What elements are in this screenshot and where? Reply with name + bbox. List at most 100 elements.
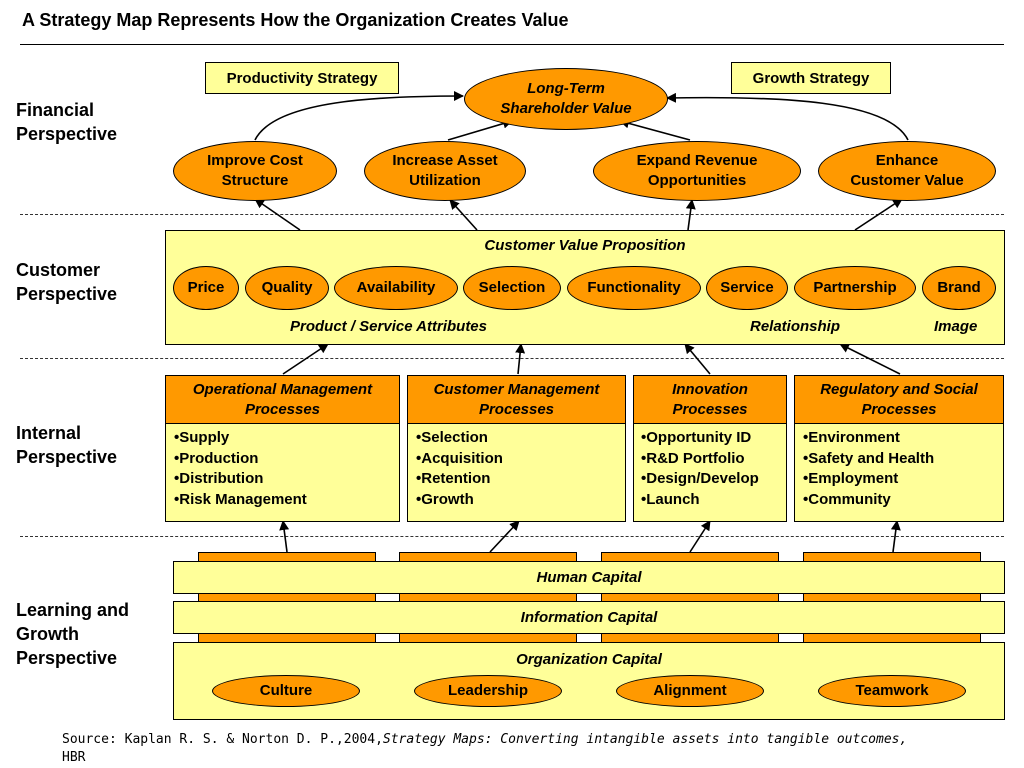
attribute-price: Price	[173, 266, 239, 310]
relationship-label: Relationship	[750, 318, 841, 335]
human-capital-label: Human Capital	[536, 569, 642, 586]
process-header: Innovation Processes	[634, 376, 786, 424]
attribute-label: Brand	[937, 279, 981, 296]
process-title-line: Operational Management	[192, 380, 373, 398]
label-line: Learning and	[16, 600, 130, 620]
objective-improve-cost-structure: Improve Cost Structure	[173, 141, 337, 201]
process-header: Customer Management Processes	[408, 376, 625, 424]
process-header: Operational Management Processes	[166, 376, 399, 424]
objective-increase-asset-utilization: Increase Asset Utilization	[364, 141, 526, 201]
attribute-quality: Quality	[245, 266, 329, 310]
process-item: •R&D Portfolio	[641, 449, 745, 467]
process-item: •Growth	[416, 490, 474, 508]
attribute-label: Service	[720, 279, 774, 296]
process-item: •Acquisition	[416, 449, 503, 467]
attribute-partnership: Partnership	[794, 266, 916, 310]
process-item: •Design/Develop	[641, 470, 759, 487]
process-title-line: Processes	[861, 400, 937, 418]
label-line: Growth	[16, 624, 79, 644]
label-line: Perspective	[16, 284, 118, 304]
org-item-label: Culture	[259, 682, 313, 699]
image-label: Image	[934, 318, 978, 335]
objective-expand-revenue-opportunities: Expand Revenue Opportunities	[593, 141, 801, 201]
connector-arrow	[839, 343, 901, 375]
source-title: Strategy Maps: Converting intangible ass…	[382, 732, 908, 747]
customer-perspective-label: Customer Perspective	[16, 258, 117, 306]
objective-line: Expand Revenue	[636, 152, 758, 169]
source-citation: Source: Kaplan R. S. & Norton D. P.,2004…	[62, 731, 1012, 767]
process-customer-management: Customer Management Processes •Selection…	[407, 375, 626, 522]
perspective-divider	[20, 536, 1004, 537]
process-item: •Risk Management	[174, 490, 307, 508]
process-regulatory-social: Regulatory and Social Processes •Environ…	[794, 375, 1004, 522]
label-line: Perspective	[16, 447, 118, 467]
process-item: •Opportunity ID	[641, 429, 752, 446]
process-title-line: Processes	[244, 400, 321, 418]
information-capital-bar: Information Capital	[173, 601, 1005, 634]
process-item: •Launch	[641, 490, 700, 508]
label-line: Financial	[16, 100, 95, 120]
attribute-selection: Selection	[463, 266, 561, 310]
process-innovation: Innovation Processes •Opportunity ID •R&…	[633, 375, 787, 522]
productivity-strategy-label: Productivity Strategy	[226, 69, 378, 87]
org-item-label: Teamwork	[855, 682, 929, 699]
org-item-alignment: Alignment	[616, 675, 764, 707]
process-title-line: Processes	[672, 400, 748, 418]
connector-arrow	[684, 343, 711, 375]
org-item-culture: Culture	[212, 675, 360, 707]
human-capital-bar: Human Capital	[173, 561, 1005, 594]
process-item: •Supply	[174, 429, 230, 446]
process-title-line: Innovation	[672, 380, 748, 398]
process-items: •Opportunity ID •R&D Portfolio •Design/D…	[634, 424, 786, 510]
information-capital-label: Information Capital	[520, 609, 658, 626]
org-item-label: Alignment	[653, 682, 727, 699]
internal-perspective-label: Internal Perspective	[16, 421, 117, 469]
connector-arrow	[254, 91, 464, 141]
process-items: •Supply •Production •Distribution •Risk …	[166, 424, 399, 510]
process-item: •Distribution	[174, 470, 264, 487]
connector-arrow	[619, 118, 691, 141]
objective-enhance-customer-value: Enhance Customer Value	[818, 141, 996, 201]
organization-capital-label: Organization Capital	[516, 651, 662, 668]
attribute-label: Quality	[261, 279, 313, 296]
process-item: •Employment	[803, 470, 899, 487]
objective-line: Customer Value	[850, 172, 964, 189]
objective-line: Improve Cost	[207, 152, 303, 169]
process-items: •Environment •Safety and Health •Employm…	[795, 424, 1003, 510]
attribute-brand: Brand	[922, 266, 996, 310]
attribute-label: Price	[187, 279, 225, 296]
label-line: Perspective	[16, 648, 118, 668]
attribute-label: Partnership	[813, 279, 897, 296]
process-item: •Environment	[803, 429, 900, 446]
process-item: •Retention	[416, 470, 491, 487]
learning-growth-perspective-label: Learning and Growth Perspective	[16, 598, 129, 670]
attribute-service: Service	[706, 266, 788, 310]
org-item-label: Leadership	[447, 682, 529, 699]
attribute-availability: Availability	[334, 266, 458, 310]
title-divider	[20, 44, 1004, 45]
connector-arrow	[449, 199, 478, 231]
process-title-line: Processes	[478, 400, 555, 418]
objective-line: Utilization	[409, 172, 481, 189]
connector-arrow	[666, 92, 909, 141]
customer-value-proposition-heading: Customer Value Proposition	[484, 237, 686, 254]
productivity-strategy-box: Productivity Strategy	[205, 62, 399, 94]
source-publisher: HBR	[62, 750, 86, 765]
process-item: •Selection	[416, 429, 488, 446]
org-item-leadership: Leadership	[414, 675, 562, 707]
long-term-shareholder-value: Long-Term Shareholder Value	[464, 68, 668, 130]
connector-arrow	[447, 118, 513, 141]
process-title-line: Customer Management	[433, 380, 600, 398]
product-service-attributes-label: Product / Service Attributes	[290, 318, 487, 335]
perspective-divider	[20, 358, 1004, 359]
financial-perspective-label: Financial Perspective	[16, 98, 117, 146]
growth-strategy-box: Growth Strategy	[731, 62, 891, 94]
source-prefix: Source: Kaplan R. S. & Norton D. P.,2004…	[62, 732, 383, 747]
objective-line: Structure	[221, 172, 289, 189]
connector-arrow	[515, 343, 526, 375]
process-item: •Production	[174, 449, 259, 467]
connector-arrow	[282, 343, 329, 375]
page-title: A Strategy Map Represents How the Organi…	[22, 10, 569, 30]
process-header: Regulatory and Social Processes	[795, 376, 1003, 424]
attribute-functionality: Functionality	[567, 266, 701, 310]
